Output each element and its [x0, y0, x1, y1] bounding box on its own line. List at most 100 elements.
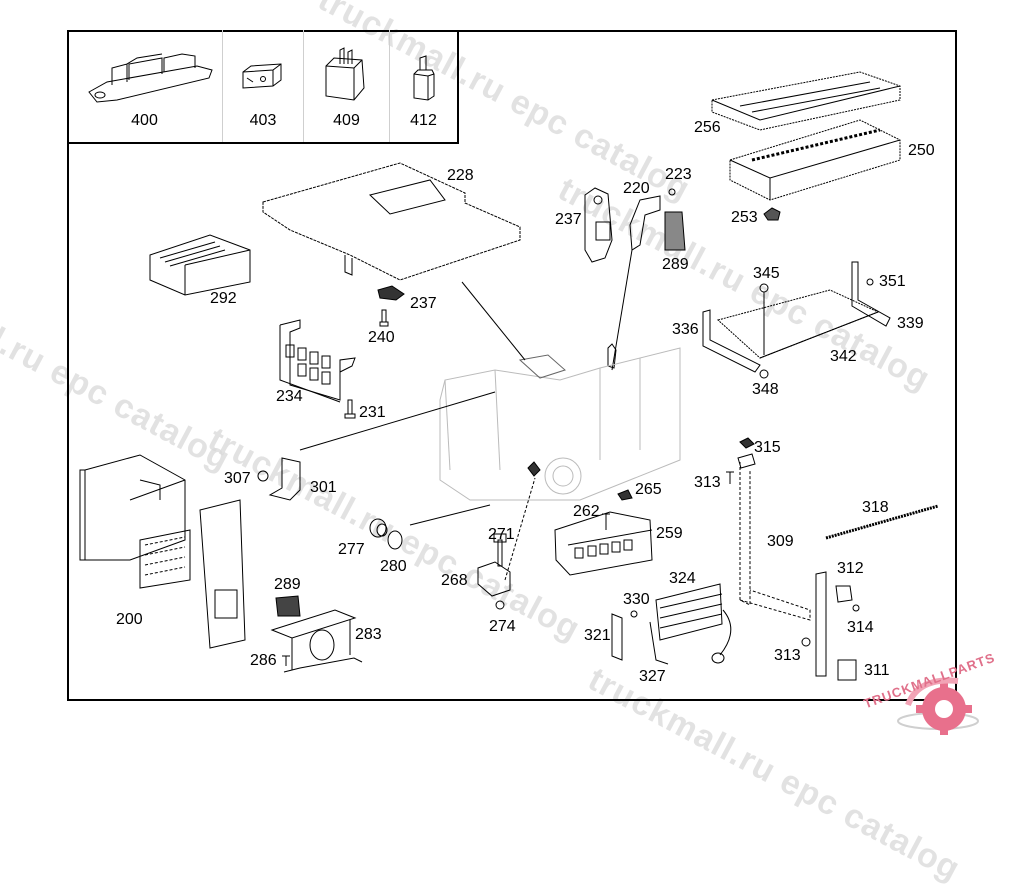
leader-lines	[299, 281, 536, 581]
part-312-rail[interactable]	[815, 571, 827, 677]
part-253-clip[interactable]	[763, 207, 781, 221]
legend-item-412[interactable]: 412	[390, 30, 457, 142]
callout-315[interactable]: 315	[754, 439, 781, 456]
part-327-cable[interactable]	[649, 621, 669, 665]
part-339-bracket[interactable]	[851, 261, 891, 327]
legend-item-409[interactable]: 409	[304, 30, 389, 142]
callout-336[interactable]: 336	[672, 321, 699, 338]
part-345-screw[interactable]	[759, 283, 769, 293]
callout-262[interactable]: 262	[573, 503, 600, 520]
part-271-bolt[interactable]	[493, 533, 507, 567]
part-286-screw[interactable]	[282, 655, 290, 666]
part-262-screw[interactable]	[602, 513, 610, 530]
part-311-plate[interactable]	[837, 659, 857, 681]
callout-283[interactable]: 283	[355, 626, 382, 643]
callout-280[interactable]: 280	[380, 558, 407, 575]
part-309-post[interactable]	[739, 462, 811, 621]
part-312-clip[interactable]	[835, 585, 853, 603]
callout-256[interactable]: 256	[694, 119, 721, 136]
callout-342[interactable]: 342	[830, 348, 857, 365]
callout-274[interactable]: 274	[489, 618, 516, 635]
callout-253[interactable]: 253	[731, 209, 758, 226]
callout-234[interactable]: 234	[276, 388, 303, 405]
callout-324[interactable]: 324	[669, 570, 696, 587]
callout-240[interactable]: 240	[368, 329, 395, 346]
callout-348[interactable]: 348	[752, 381, 779, 398]
callout-339[interactable]: 339	[897, 315, 924, 332]
callout-289-top[interactable]: 289	[662, 256, 689, 273]
callout-313-top[interactable]: 313	[694, 474, 721, 491]
callout-345[interactable]: 345	[753, 265, 780, 282]
callout-200[interactable]: 200	[116, 611, 143, 628]
callout-277[interactable]: 277	[338, 541, 365, 558]
part-348-nut[interactable]	[759, 369, 769, 379]
part-351-screw[interactable]	[866, 278, 874, 286]
part-277-connector[interactable]	[369, 518, 388, 538]
part-265-clip[interactable]	[617, 489, 633, 501]
truckmall-parts-logo: TRUCKMALLPARTS	[860, 650, 1024, 750]
part-274-washer[interactable]	[495, 600, 505, 610]
callout-292[interactable]: 292	[210, 290, 237, 307]
part-256-cover[interactable]	[711, 71, 901, 131]
part-307-nut[interactable]	[257, 470, 269, 482]
part-200-cabinet[interactable]	[79, 454, 246, 649]
part-228-plate[interactable]	[262, 162, 521, 281]
callout-301[interactable]: 301	[310, 479, 337, 496]
legend-item-403[interactable]: 403	[223, 30, 303, 142]
callout-223[interactable]: 223	[665, 166, 692, 183]
callout-259[interactable]: 259	[656, 525, 683, 542]
part-237-clip[interactable]	[377, 285, 405, 301]
callout-237-holder[interactable]: 237	[555, 211, 582, 228]
callout-231[interactable]: 231	[359, 404, 386, 421]
part-321-plate[interactable]	[611, 613, 623, 661]
callout-309[interactable]: 309	[767, 533, 794, 550]
part-240-bolt[interactable]	[379, 309, 389, 327]
part-292-module[interactable]	[149, 234, 251, 296]
callout-312[interactable]: 312	[837, 560, 864, 577]
callout-318[interactable]: 318	[862, 499, 889, 516]
part-301-bracket[interactable]	[268, 457, 301, 501]
callout-265[interactable]: 265	[635, 481, 662, 498]
part-318-rod[interactable]	[825, 504, 939, 540]
callout-228[interactable]: 228	[447, 167, 474, 184]
callout-289-bottom[interactable]: 289	[274, 576, 301, 593]
callout-286[interactable]: 286	[250, 652, 277, 669]
legend-label: 403	[249, 112, 277, 129]
legend-item-400[interactable]: 400	[67, 30, 222, 142]
callout-250[interactable]: 250	[908, 142, 935, 159]
part-223-screw[interactable]	[668, 188, 676, 196]
part-314-screw[interactable]	[852, 604, 860, 612]
part-289-relay[interactable]	[664, 211, 686, 251]
part-220-bracket[interactable]	[629, 195, 661, 251]
part-250-fuse-box[interactable]	[729, 119, 901, 201]
small-relay-icon	[413, 55, 435, 101]
part-330-screw[interactable]	[630, 610, 638, 618]
part-234-bracket[interactable]	[279, 319, 356, 403]
part-259-switch-panel[interactable]	[554, 511, 653, 576]
part-342-tray[interactable]	[716, 289, 880, 359]
callout-327[interactable]: 327	[639, 668, 666, 685]
callout-321[interactable]: 321	[584, 627, 611, 644]
part-283-bracket[interactable]	[270, 609, 363, 673]
part-237-holder[interactable]	[584, 187, 613, 263]
callout-268[interactable]: 268	[441, 572, 468, 589]
callout-330[interactable]: 330	[623, 591, 650, 608]
callout-351[interactable]: 351	[879, 273, 906, 290]
part-313-nut[interactable]	[801, 637, 811, 647]
part-315-clip[interactable]	[739, 437, 755, 449]
callout-307[interactable]: 307	[224, 470, 251, 487]
part-289-relay[interactable]	[275, 595, 301, 617]
part-268-holder[interactable]	[477, 561, 511, 597]
part-336-bracket[interactable]	[702, 309, 761, 373]
callout-237-small[interactable]: 237	[410, 295, 437, 312]
legend-panel: 400 403 409	[67, 30, 459, 144]
callout-271[interactable]: 271	[488, 526, 515, 543]
callout-220[interactable]: 220	[623, 180, 650, 197]
part-280-ring[interactable]	[387, 530, 403, 550]
part-231-bolt[interactable]	[344, 399, 356, 419]
callout-311[interactable]: 311	[864, 662, 890, 679]
part-324-module[interactable]	[655, 583, 732, 664]
part-313-bolt[interactable]	[726, 471, 734, 484]
callout-314[interactable]: 314	[847, 619, 874, 636]
callout-313-bottom[interactable]: 313	[774, 647, 801, 664]
